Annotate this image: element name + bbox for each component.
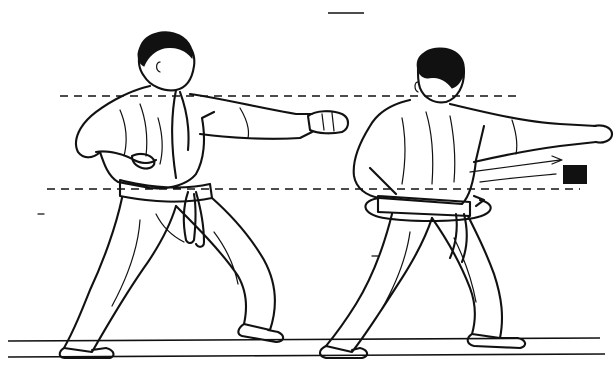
left-figure-sleeve-fold [240,108,249,138]
motion-line-2 [480,174,556,182]
right-figure-sleeve-fold [512,120,517,154]
target-square [563,165,587,184]
hip-rotation-arrow-head [474,196,484,206]
right-figure-back-leg [326,214,432,352]
ground-line-lower [8,354,605,357]
right-figure-front-foot [468,334,525,348]
left-figure-pant-fold-3 [156,214,184,242]
right-figure-arm-bottom [474,142,596,162]
left-figure-ear [157,62,160,72]
left-figure-fold-1 [120,110,126,156]
right-figure-fist [594,125,612,142]
right-figure-belt-tail-2 [462,214,467,262]
right-figure-arm-top [450,104,596,126]
left-figure-back-leg [64,198,176,352]
left-figure-arm-top [190,94,312,114]
figure-left [60,32,348,358]
left-figure-hair [138,32,192,66]
figure-right [320,48,612,358]
left-figure-lapel [172,90,176,178]
left-figure-lapel-inner [180,92,189,150]
left-figure-fist-knuckles [322,113,334,131]
left-figure-arm-bottom [200,132,312,139]
right-figure-hair [418,48,465,88]
right-figure-fold-3 [450,116,455,182]
left-figure-belt-tail-1 [184,192,196,243]
right-figure-fold-1 [402,118,405,184]
right-figure-hikite-arm [370,168,396,194]
left-figure-pant-fold-2 [214,232,238,284]
left-figure-fold-3 [158,118,162,164]
right-figure-back-foot [320,346,367,358]
right-figure-fold-2 [426,112,433,184]
left-figure-hikite-arm [96,151,156,163]
left-figure-jacket [76,86,214,188]
left-figure-front-leg [176,198,275,330]
motion-line-1 [470,160,560,172]
right-figure-ear [415,82,418,92]
left-figure-fist [308,111,348,133]
left-figure-fold-2 [140,104,147,156]
